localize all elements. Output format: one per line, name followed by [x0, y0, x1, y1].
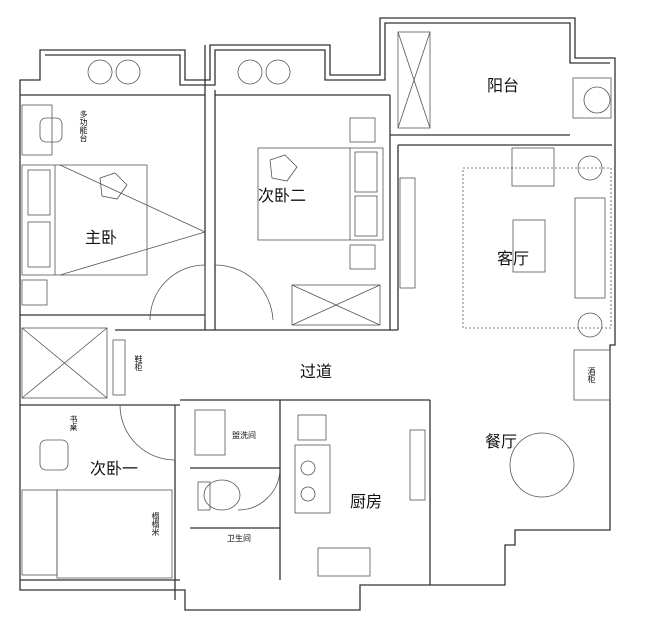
room-label-bathroom: 卫生间 [227, 534, 251, 543]
outer-walls [19, 17, 616, 611]
bathroom-fixtures [194, 409, 241, 511]
room-label-kitchen: 厨房 [350, 492, 383, 511]
label-shoe-cabinet: 鞋柜 [134, 355, 143, 371]
kitchen-fixtures [294, 414, 426, 577]
room-label-corridor: 过道 [300, 362, 333, 381]
interior-walls [20, 45, 612, 600]
room-label-balcony: 阳台 [487, 76, 520, 95]
label-wine-cabinet: 酒柜 [587, 367, 596, 383]
room-label-living-room: 客厅 [497, 249, 530, 268]
balcony-fixtures [397, 31, 612, 129]
vanity-table [21, 104, 63, 156]
room-label-master-bedroom: 主卧 [85, 228, 118, 247]
label-tatami: 榻榻米 [151, 512, 160, 536]
label-multi-vanity: 多功能台 [79, 110, 88, 142]
second-bed [257, 117, 384, 326]
room-label-second-bedroom-1: 次卧一 [90, 459, 139, 478]
master-bed [21, 164, 206, 306]
room-label-dining-room: 餐厅 [485, 432, 518, 451]
living-room-furniture [399, 147, 612, 338]
second-bedroom-1-furniture [21, 327, 173, 579]
dining-furniture [509, 349, 611, 498]
plants-second [237, 59, 291, 85]
plants-master [87, 59, 141, 85]
label-desk: 书桌 [69, 415, 78, 431]
room-label-second-bedroom-2: 次卧二 [258, 186, 307, 205]
doors [119, 264, 281, 511]
room-label-washroom: 盥洗间 [232, 431, 256, 440]
